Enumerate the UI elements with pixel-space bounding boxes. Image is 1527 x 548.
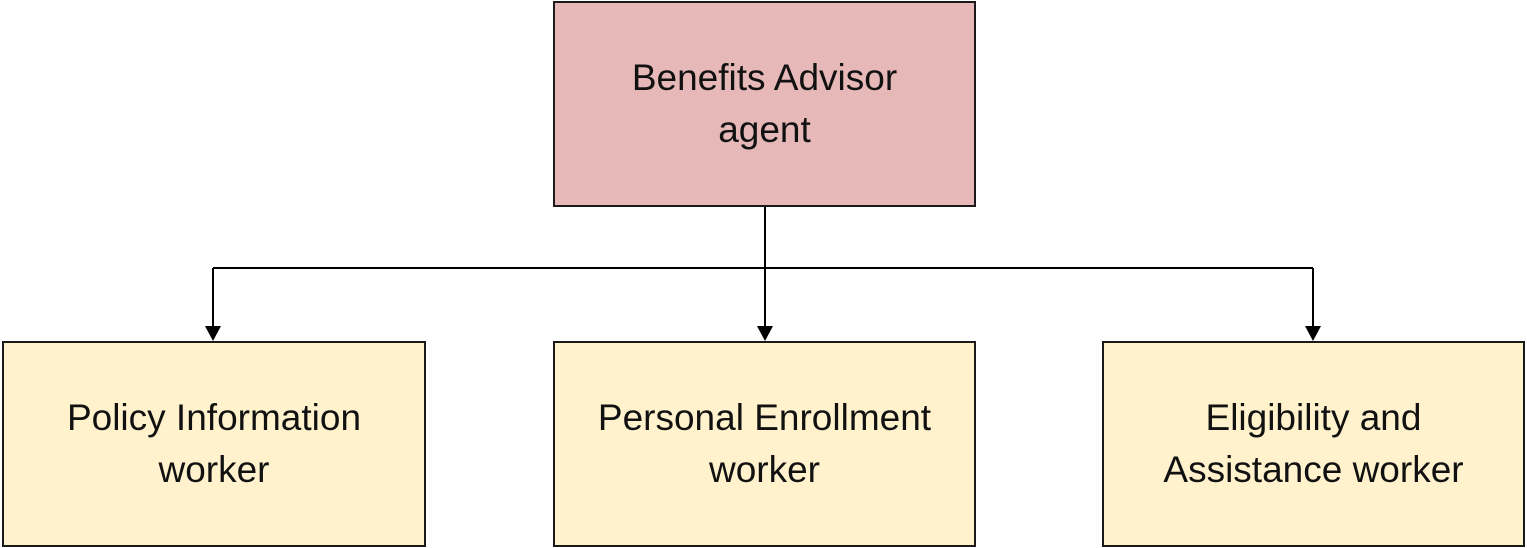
- worker-label: Personal Enrollment worker: [597, 397, 932, 490]
- benefits-advisor-agent-box: Benefits Advisor agent: [553, 1, 976, 207]
- personal-enrollment-worker-box: Personal Enrollment worker: [553, 341, 976, 547]
- agent-label: Benefits Advisor agent: [631, 57, 898, 150]
- worker-label: Policy Information worker: [66, 397, 362, 490]
- eligibility-assistance-worker-box: Eligibility and Assistance worker: [1102, 341, 1525, 547]
- arrowhead-icon: [1305, 326, 1321, 341]
- policy-information-worker-box: Policy Information worker: [2, 341, 426, 547]
- arrowhead-icon: [757, 326, 773, 341]
- arrowhead-icon: [205, 326, 221, 341]
- worker-label: Eligibility and Assistance worker: [1163, 397, 1464, 490]
